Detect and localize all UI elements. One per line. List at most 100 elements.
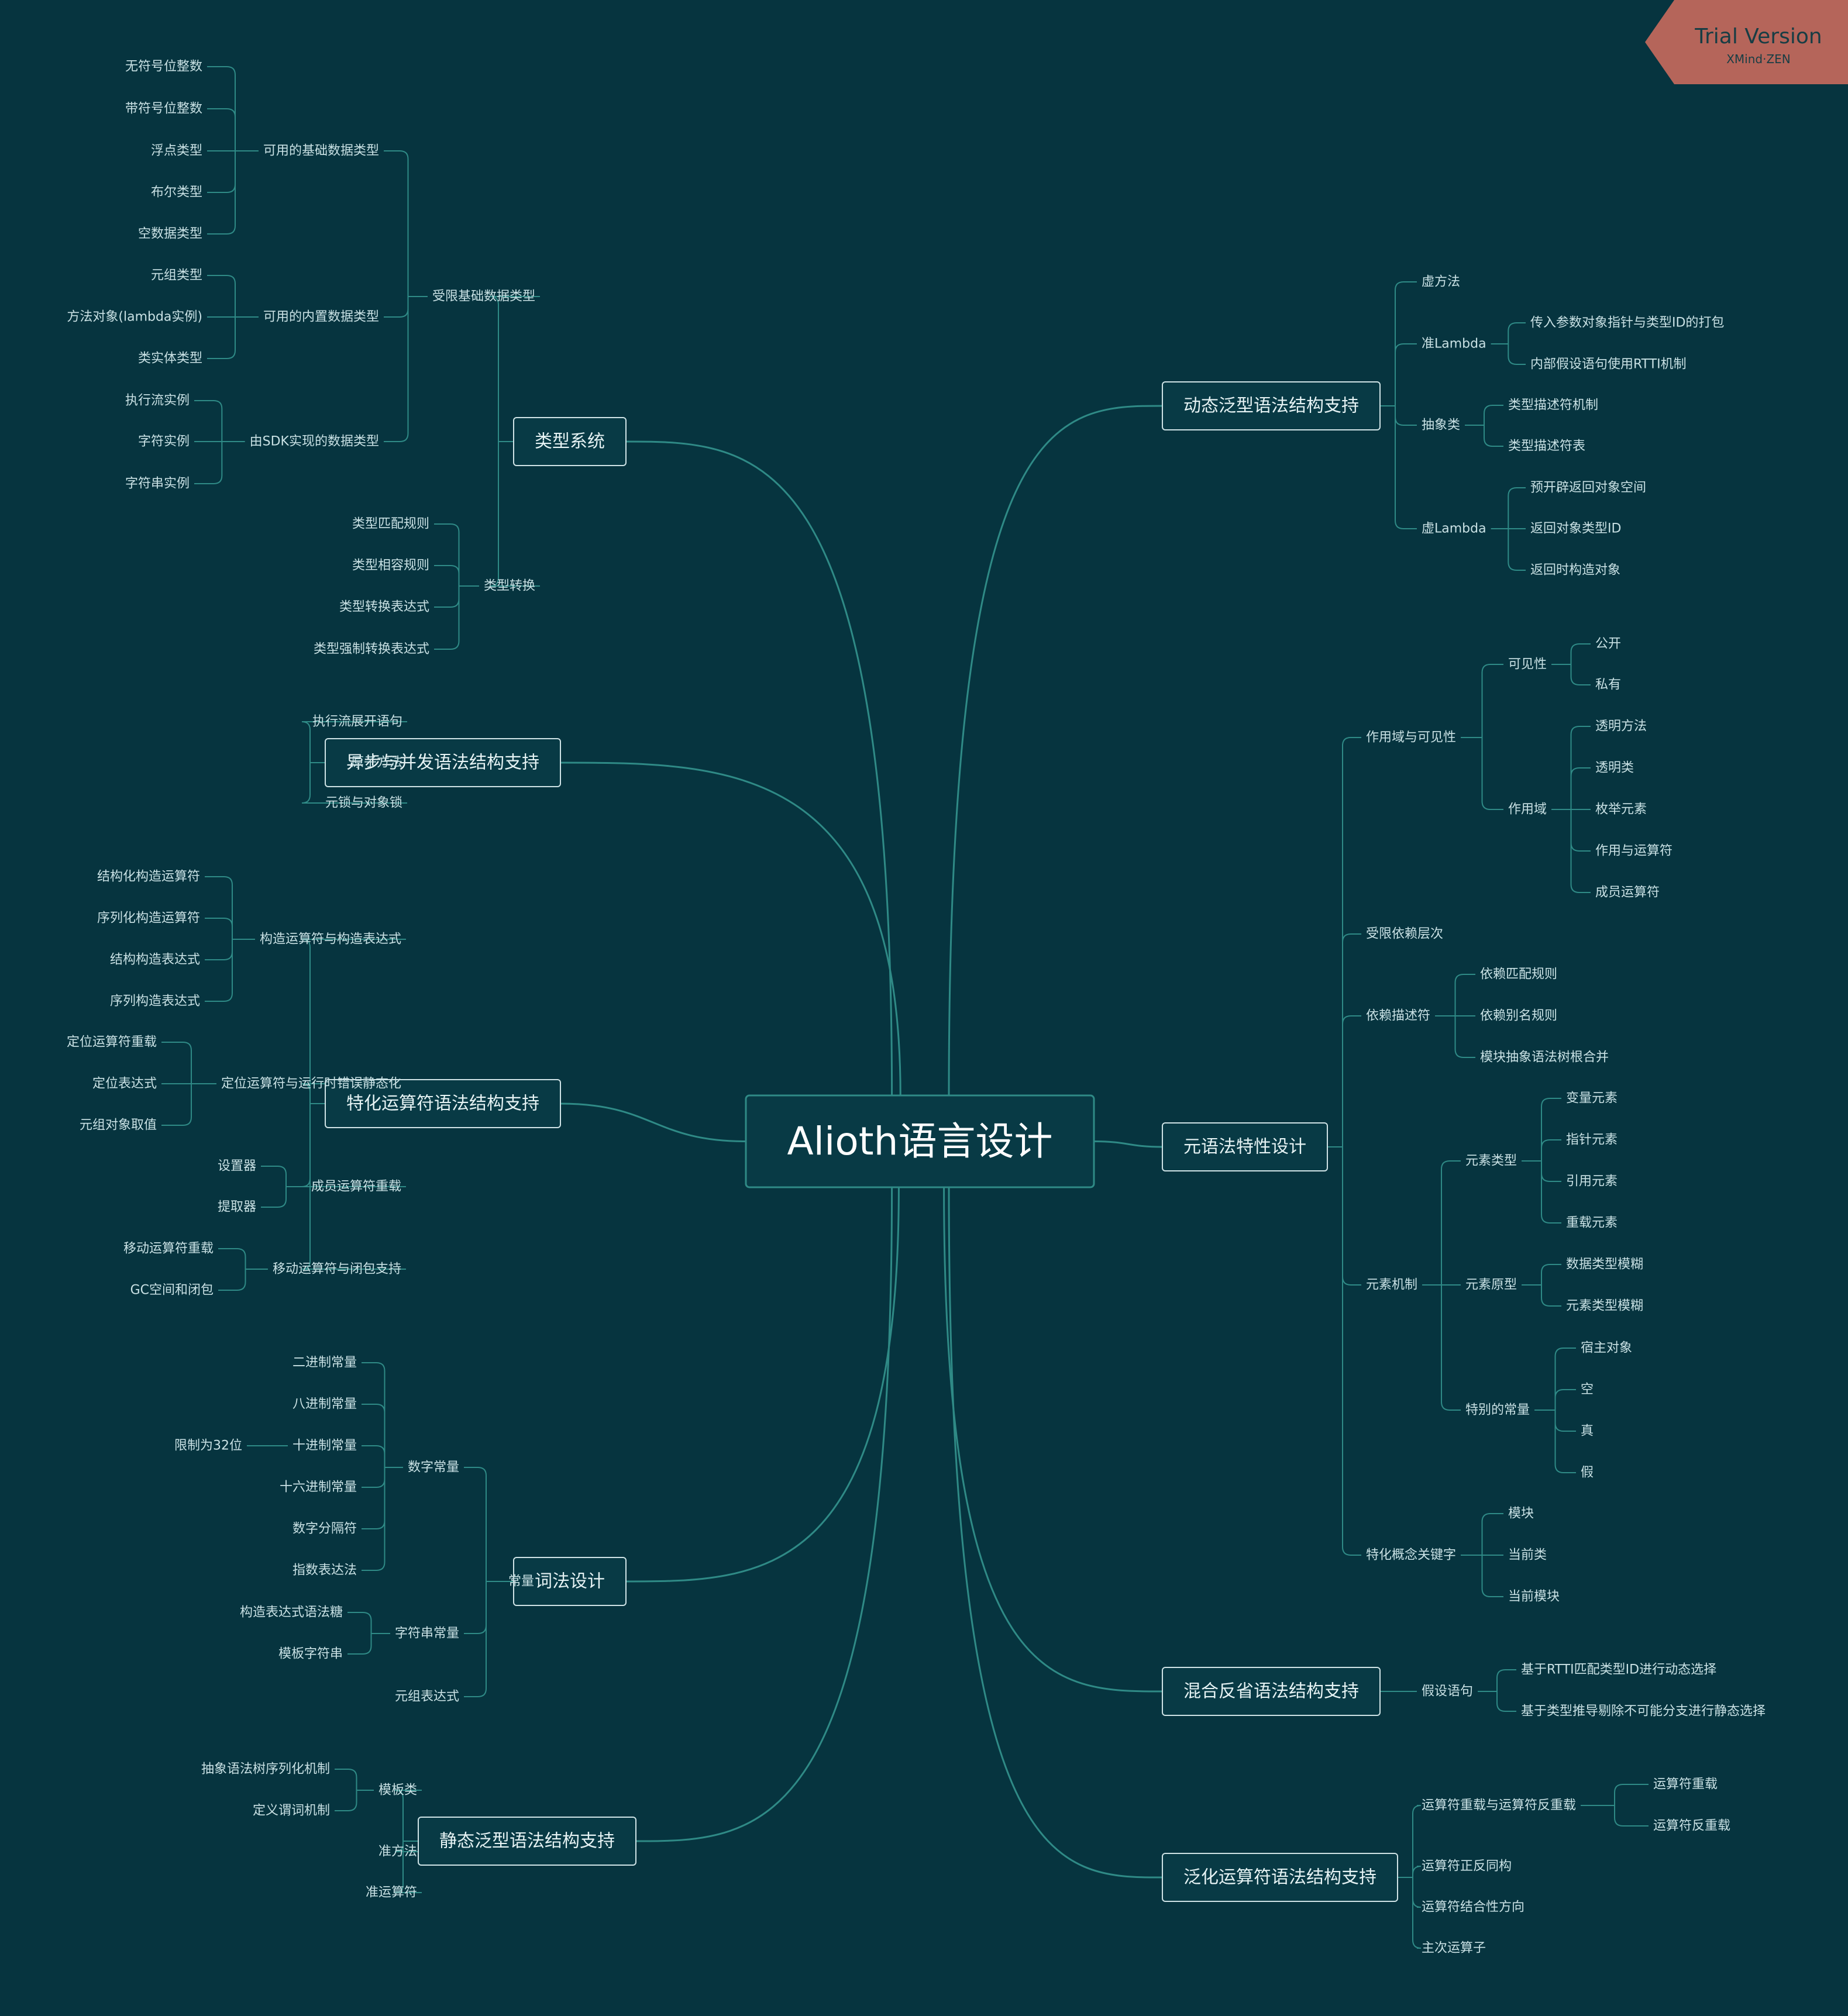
subtopic-label[interactable]: 结构构造表达式 [110,953,200,967]
subtopic-label[interactable]: 私有 [1595,678,1621,692]
subtopic-label[interactable]: 透明类 [1595,761,1634,776]
subtopic-label[interactable]: 准Lambda [1422,337,1486,351]
subtopic-label[interactable]: 透明方法 [1595,719,1647,734]
subtopic-label[interactable]: 十进制常量 [292,1439,357,1453]
subtopic-label[interactable]: 指数表达法 [292,1563,357,1578]
subtopic-label[interactable]: 元锁与对象锁 [325,796,402,811]
subtopic-label[interactable]: 主次运算子 [1422,1941,1486,1956]
subtopic-label[interactable]: 可见性 [1508,657,1547,672]
main-topic-label[interactable]: 元语法特性设计 [1183,1137,1306,1157]
subtopic-label[interactable]: 字符串实例 [125,477,190,491]
subtopic-label[interactable]: 空 [1581,1383,1594,1397]
subtopic-label[interactable]: 模板字符串 [278,1647,343,1662]
subtopic-label[interactable]: 重载元素 [1566,1216,1618,1231]
main-topic-box[interactable] [1162,1667,1381,1716]
main-topic-label[interactable]: 泛化运算符语法结构支持 [1183,1867,1376,1888]
subtopic-label[interactable]: 可用的内置数据类型 [263,310,379,325]
subtopic-label[interactable]: 类型转换表达式 [339,600,429,615]
subtopic-label[interactable]: 特别的常量 [1465,1403,1530,1418]
subtopic-label[interactable]: 元素类型模糊 [1566,1299,1643,1314]
subtopic-label[interactable]: GC空间和闭包 [130,1283,214,1298]
subtopic-label[interactable]: 返回时构造对象 [1530,563,1620,578]
subtopic-label[interactable]: 准运算符 [366,1886,417,1900]
subtopic-label[interactable]: 基于RTTI匹配类型ID进行动态选择 [1521,1663,1716,1677]
subtopic-label[interactable]: 带符号位整数 [125,102,202,116]
subtopic-label[interactable]: 内部假设语句使用RTTI机制 [1530,357,1687,372]
subtopic-label[interactable]: 数字分隔符 [292,1522,357,1536]
subtopic-label[interactable]: 枚举元素 [1595,802,1647,817]
subtopic-label[interactable]: 成员运算符 [1595,885,1660,900]
subtopic-label[interactable]: 作用与运算符 [1595,844,1673,859]
subtopic-label[interactable]: 宿主对象 [1581,1341,1632,1356]
subtopic-label[interactable]: 结构化构造运算符 [97,870,200,884]
subtopic-label[interactable]: 定位运算符重载 [67,1035,157,1050]
subtopic-label[interactable]: 类型强制转换表达式 [314,642,429,657]
subtopic-label[interactable]: 提取器 [218,1200,256,1215]
subtopic-label[interactable]: 定位运算符与运行时错误静态化 [221,1077,401,1091]
subtopic-label[interactable]: 受限依赖层次 [1366,927,1443,942]
subtopic-label[interactable]: 返回对象类型ID [1530,522,1621,536]
subtopic-label[interactable]: 作用域 [1508,802,1547,817]
main-topic-box[interactable] [1162,1122,1328,1171]
subtopic-label[interactable]: 依赖匹配规则 [1480,967,1557,982]
subtopic-label[interactable]: 当前模块 [1508,1590,1560,1604]
root-topic-label[interactable]: Alioth语言设计 [787,1119,1053,1164]
subtopic-label[interactable]: 字符实例 [138,435,190,449]
subtopic-label[interactable]: 数字常量 [408,1460,459,1475]
subtopic-label[interactable]: 执行流实例 [125,394,190,408]
subtopic-label[interactable]: 运算符重载与运算符反重载 [1422,1798,1576,1813]
subtopic-label[interactable]: 类型相容规则 [352,559,429,573]
subtopic-label[interactable]: 成员运算符重载 [311,1180,401,1194]
subtopic-label[interactable]: 类型描述符机制 [1508,398,1598,413]
subtopic-label[interactable]: 元组对象取值 [80,1118,157,1133]
subtopic-label[interactable]: 引用元素 [1566,1174,1618,1189]
main-topic-box[interactable] [513,417,627,466]
subtopic-label[interactable]: 模块抽象语法树根合并 [1480,1050,1609,1065]
main-topic-label[interactable]: 特化运算符语法结构支持 [346,1094,539,1114]
subtopic-label[interactable]: 序列化构造运算符 [97,911,200,926]
subtopic-label[interactable]: 抽象语法树序列化机制 [201,1762,330,1777]
main-topic-box[interactable] [325,738,561,787]
subtopic-label[interactable]: 移动运算符重载 [123,1242,214,1256]
subtopic-label[interactable]: 假设语句 [1422,1684,1473,1699]
subtopic-label[interactable]: 虚方法 [1422,275,1460,290]
subtopic-label[interactable]: 预开辟返回对象空间 [1530,481,1646,495]
subtopic-label[interactable]: 公开 [1595,637,1621,652]
main-topic-label[interactable]: 动态泛型语法结构支持 [1183,396,1359,416]
main-topic-label[interactable]: 类型系统 [535,432,605,452]
main-topic-label[interactable]: 静态泛型语法结构支持 [439,1831,615,1852]
subtopic-label[interactable]: 执行流展开语句 [312,715,402,729]
subtopic-label[interactable]: 真 [1581,1424,1594,1439]
main-topic-label[interactable]: 混合反省语法结构支持 [1183,1681,1359,1702]
subtopic-label[interactable]: 虚Lambda [1422,522,1486,536]
subtopic-label[interactable]: 元组类型 [151,268,202,283]
subtopic-label[interactable]: 字符串常量 [395,1626,459,1641]
subtopic-label[interactable]: 运算符正反同构 [1422,1859,1512,1874]
subtopic-label[interactable]: 数据类型模糊 [1566,1257,1643,1272]
subtopic-label[interactable]: 原子方法 [351,756,402,770]
subtopic-label[interactable]: 运算符重载 [1653,1777,1718,1792]
subtopic-label[interactable]: 特化概念关键字 [1366,1548,1456,1563]
subtopic-label[interactable]: 运算符结合性方向 [1422,1900,1524,1915]
subtopic-label[interactable]: 限制为32位 [174,1439,242,1453]
main-topic-box[interactable] [1162,1853,1398,1902]
subtopic-label[interactable]: 构造表达式语法糖 [240,1605,343,1620]
main-topic-label[interactable]: 词法设计 [535,1572,605,1592]
subtopic-label[interactable]: 模板类 [378,1783,417,1798]
main-topic-box[interactable] [418,1817,636,1866]
subtopic-label[interactable]: 传入参数对象指针与类型ID的打包 [1530,316,1724,330]
subtopic-label[interactable]: 构造运算符与构造表达式 [260,932,401,947]
subtopic-label[interactable]: 指针元素 [1566,1133,1618,1147]
subtopic-label[interactable]: 十六进制常量 [280,1480,357,1495]
subtopic-label[interactable]: 运算符反重载 [1653,1819,1730,1834]
subtopic-label[interactable]: 类型转换 [484,579,535,594]
subtopic-label[interactable]: 由SDK实现的数据类型 [250,435,379,449]
subtopic-label[interactable]: 常量 [508,1574,534,1589]
subtopic-label[interactable]: 移动运算符与闭包支持 [273,1262,401,1277]
subtopic-label[interactable]: 类型描述符表 [1508,439,1585,454]
subtopic-label[interactable]: 元组表达式 [395,1690,459,1704]
subtopic-label[interactable]: 元素机制 [1366,1278,1417,1293]
subtopic-label[interactable]: 八进制常量 [292,1397,357,1412]
root-topic-box[interactable] [745,1094,1095,1188]
main-topic-box[interactable] [325,1079,561,1128]
